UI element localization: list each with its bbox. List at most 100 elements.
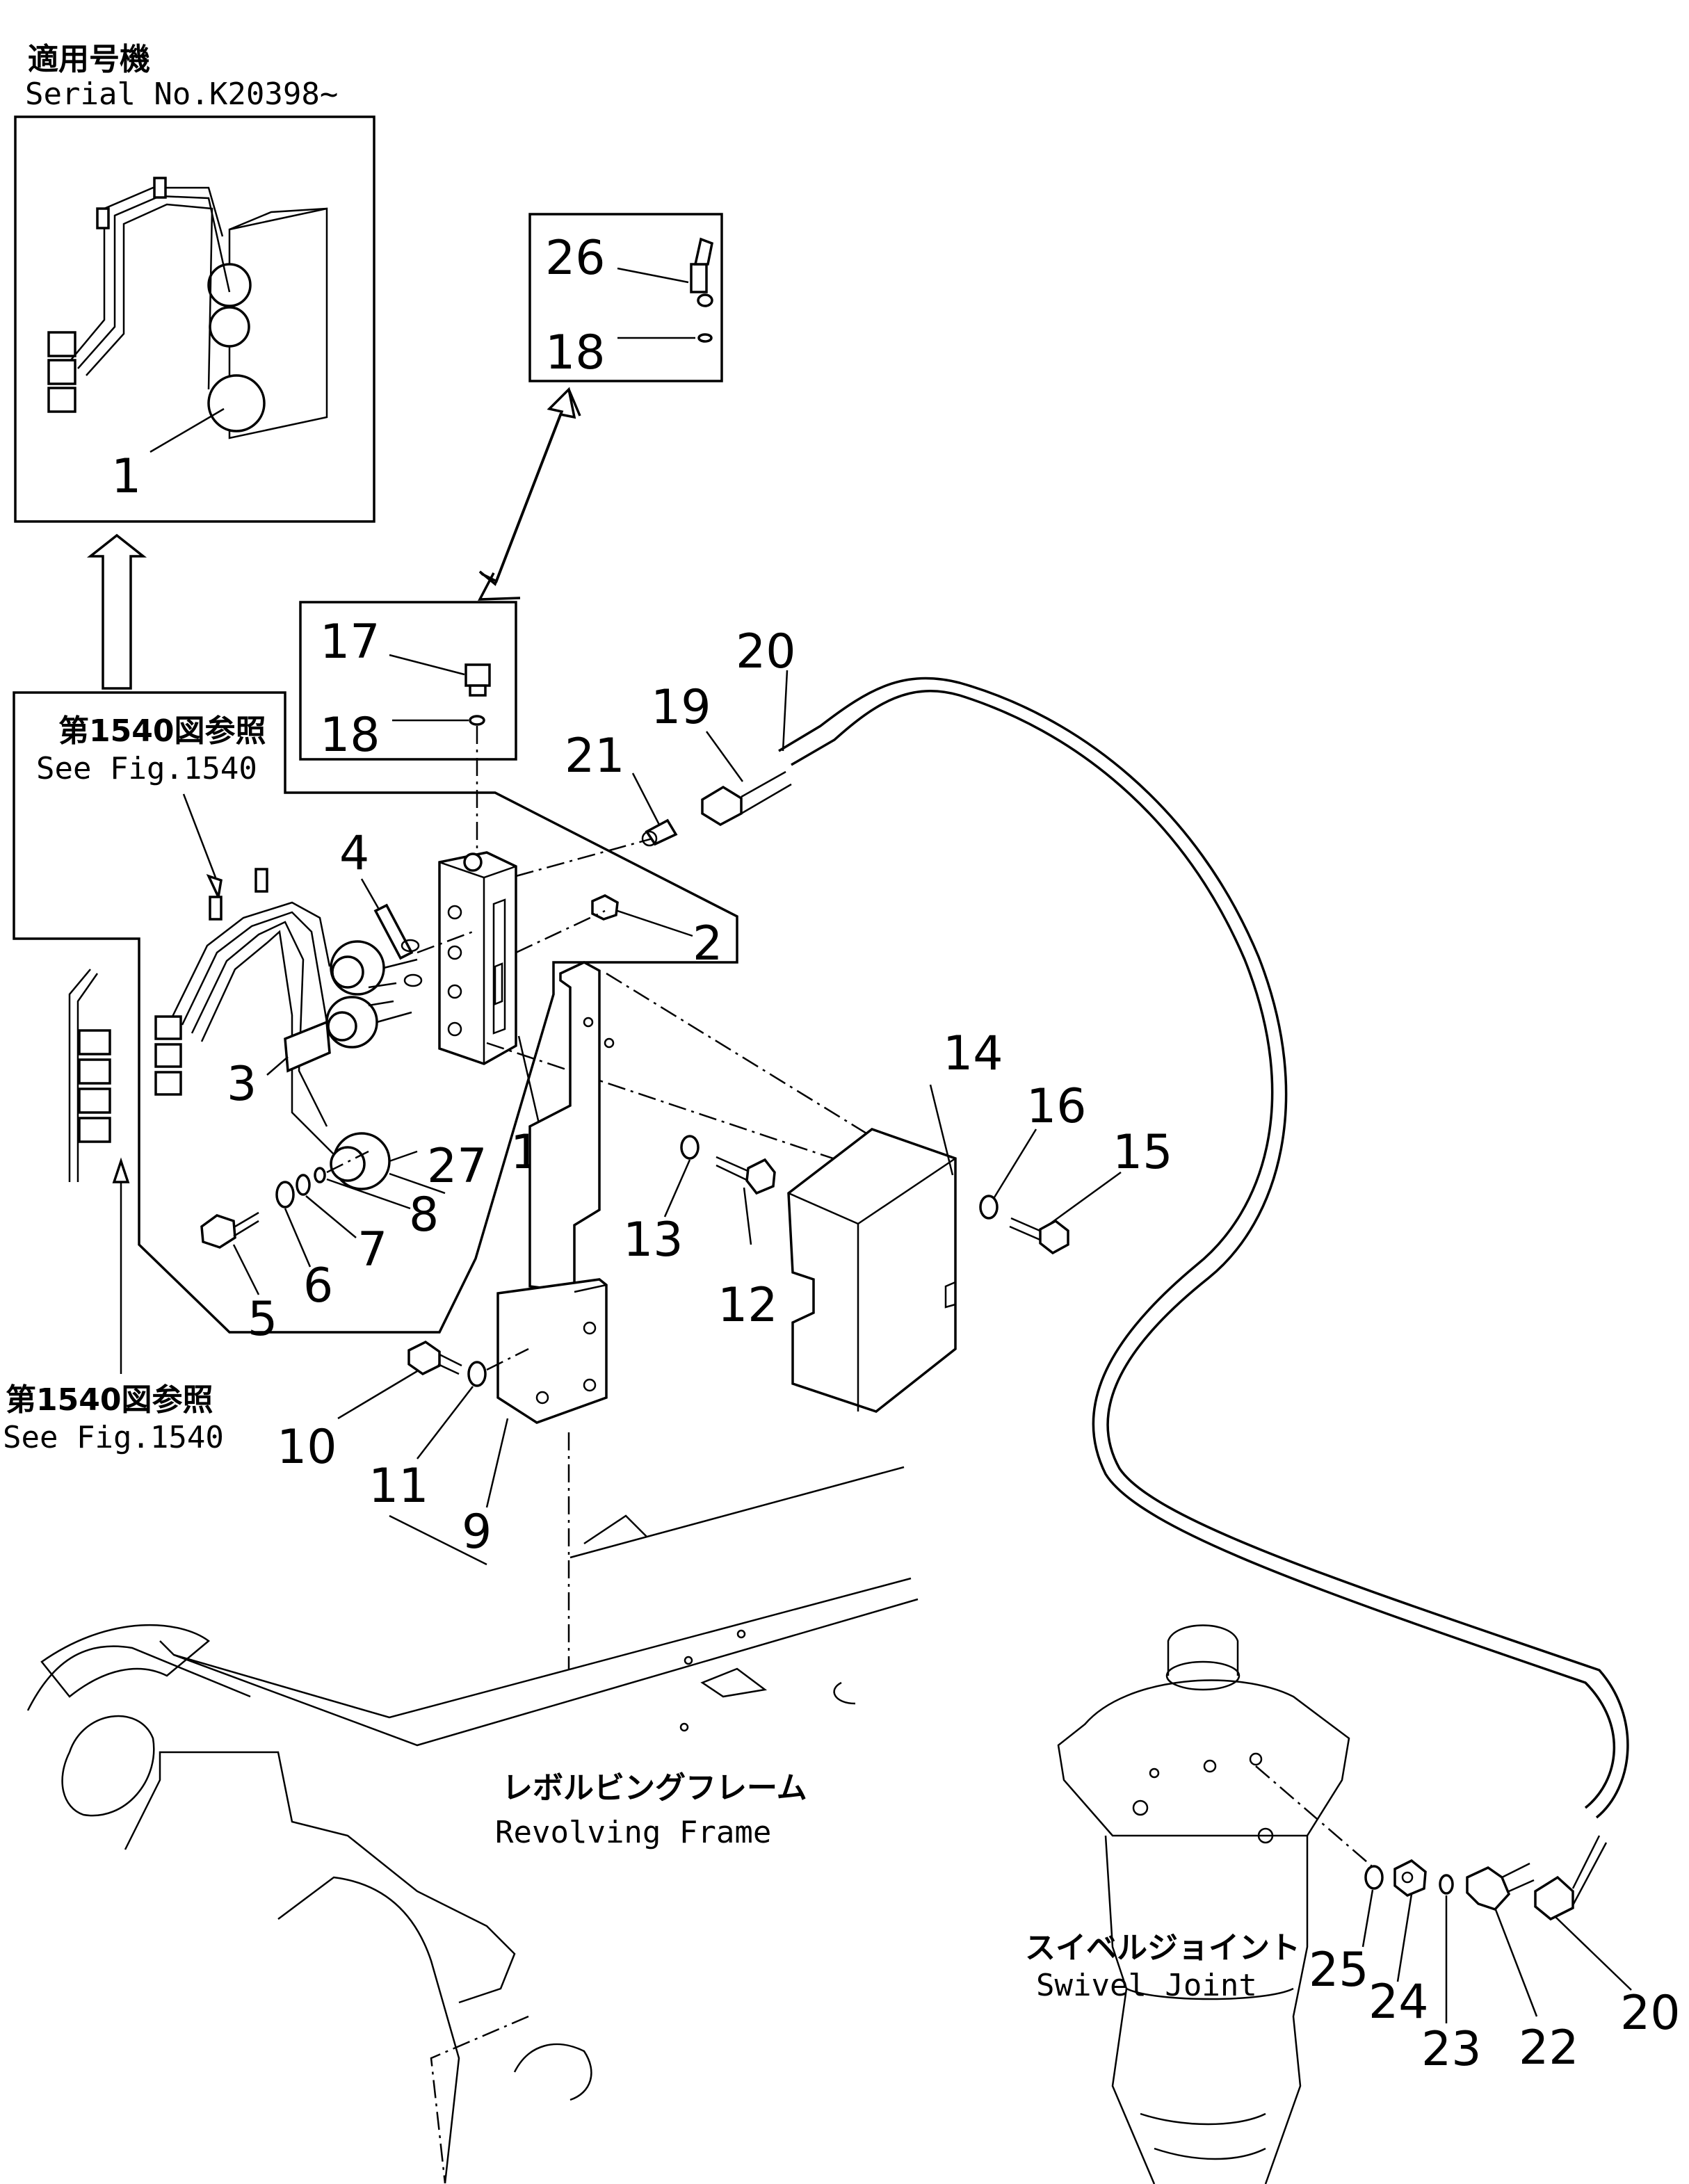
callout-7: 7 [357, 1222, 387, 1277]
ref-lower-en: See Fig.1540 [3, 1420, 224, 1455]
leader-15 [1049, 1171, 1122, 1225]
part-25-washer [1364, 1865, 1384, 1890]
ref-upper-arrow [182, 793, 217, 878]
part-21-adapter [641, 818, 678, 847]
callout-5: 5 [248, 1292, 277, 1347]
callout-17: 17 [320, 615, 380, 670]
leader-6 [284, 1208, 312, 1268]
leader-8 [326, 1178, 411, 1210]
part-18-oring [469, 715, 485, 726]
part-3-clamp [284, 1020, 331, 1073]
caption-swivel-jp: スイベルジョイント [1025, 1930, 1300, 1966]
callout-19: 19 [651, 680, 711, 735]
part-26-switch [690, 237, 714, 307]
leader-1 [517, 1035, 541, 1127]
part-19-nut [701, 785, 743, 827]
callout-15: 15 [1113, 1125, 1173, 1180]
callout-11: 11 [369, 1459, 429, 1514]
part-6-washer [275, 1181, 295, 1208]
part-5-bolt [200, 1211, 259, 1249]
leader-5 [232, 1244, 260, 1295]
callout-9: 9 [462, 1505, 492, 1560]
callout-20a: 20 [736, 624, 796, 679]
callout-12: 12 [718, 1278, 778, 1333]
inset-17-18-frame [299, 601, 517, 761]
leader-7 [305, 1195, 357, 1238]
leader-20a [782, 670, 789, 752]
hose-20 [791, 690, 1615, 1809]
leader-10 [337, 1370, 418, 1420]
callout-24: 24 [1368, 1975, 1429, 2030]
harness-wiring [154, 868, 334, 1155]
arrow-heads [478, 389, 581, 601]
double-arrow-between-insets [478, 387, 576, 586]
serial-jp-label: 適用号機 [28, 42, 150, 77]
leader-25 [1361, 1889, 1374, 1948]
ref-upper-en: See Fig.1540 [36, 751, 257, 786]
ref-upper-jp: 第1540図参照 [58, 713, 266, 749]
leader-14 [929, 1084, 954, 1176]
valve-group-outline [13, 691, 738, 1334]
part-15-bolt [1009, 1217, 1069, 1255]
callout-6: 6 [303, 1259, 333, 1313]
leader-19 [705, 731, 744, 782]
leader-3 [266, 1056, 289, 1076]
leader-16 [993, 1129, 1037, 1198]
caption-frame-en: Revolving Frame [495, 1815, 771, 1850]
callout-10: 10 [277, 1420, 337, 1475]
callout-22: 22 [1519, 2021, 1579, 2076]
serial-en-label: Serial No.K20398~ [25, 76, 338, 112]
callout-20b: 20 [1620, 1986, 1681, 2041]
part-8-oring [314, 1167, 326, 1183]
ref-lower-jp: 第1540図参照 [6, 1382, 213, 1418]
callout-21: 21 [565, 729, 625, 784]
leader-17 [389, 654, 465, 676]
callout-16: 16 [1026, 1079, 1087, 1134]
part-27-solenoids [325, 940, 418, 1190]
part-9-bracket [496, 961, 615, 1424]
serial-inset-frame [14, 115, 375, 523]
part-22-elbow [1466, 1862, 1535, 1911]
leader-26 [617, 267, 689, 284]
part-11-washer [467, 1361, 487, 1387]
callout-25: 25 [1309, 1943, 1369, 1998]
leader-12 [743, 1187, 752, 1245]
callout-inset-1: 1 [111, 449, 141, 504]
caption-frame-jp: レボルビングフレーム [502, 1770, 807, 1806]
caption-swivel-en: Swivel Joint [1036, 1968, 1257, 2003]
callout-8: 8 [409, 1188, 439, 1243]
callout-14: 14 [943, 1026, 1003, 1081]
callout-23: 23 [1421, 2022, 1482, 2077]
part-14-cover [787, 1128, 957, 1413]
part-2-plug [591, 894, 619, 921]
inset-valve-assembly [47, 177, 328, 439]
callout-3: 3 [227, 1057, 257, 1112]
leader-24 [1396, 1893, 1413, 1982]
callout-2: 2 [693, 916, 722, 971]
hose-end-fitting [1534, 1835, 1608, 1921]
part-24-adapter [1393, 1859, 1427, 1898]
leader-4 [360, 878, 380, 909]
part-12-bolt [716, 1156, 776, 1195]
callout-27: 27 [427, 1139, 487, 1194]
revolving-frame [26, 1466, 919, 2184]
callout-13: 13 [623, 1213, 684, 1268]
leader-2 [617, 909, 693, 937]
leader-13 [663, 1159, 691, 1218]
leader-22 [1494, 1907, 1538, 2017]
part-10-bolt [407, 1340, 462, 1376]
part-18-oring-inset [697, 333, 713, 343]
leader-21 [631, 773, 661, 825]
leader-11 [417, 1386, 474, 1459]
leader-20b [1554, 1916, 1632, 1991]
callout-4: 4 [339, 826, 369, 881]
part-13-washer [680, 1135, 700, 1160]
part-16-washer [979, 1195, 999, 1220]
inset-26-18-frame [528, 213, 723, 382]
side-harness [68, 969, 111, 1182]
leader-9 [485, 1418, 509, 1508]
callout-18-inset: 18 [545, 325, 606, 380]
callout-26: 26 [545, 231, 606, 286]
